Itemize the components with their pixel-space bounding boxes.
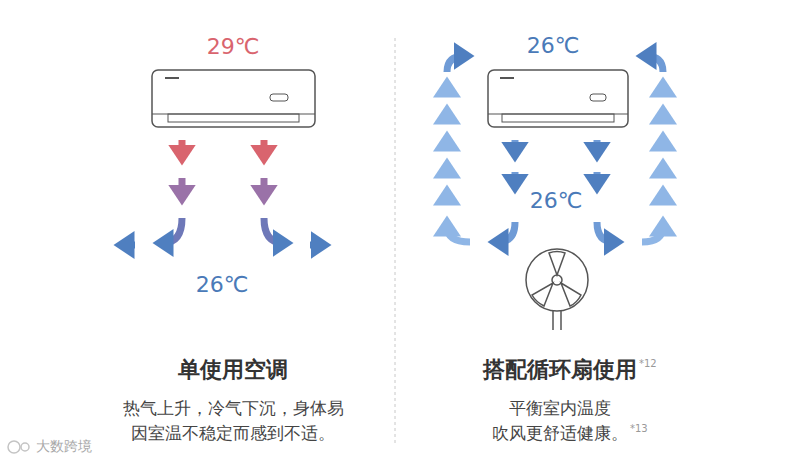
- circulation-fan: [526, 249, 588, 330]
- panel-heading: 搭配循环扇使用: [483, 357, 637, 383]
- temperature-hot: 29℃: [207, 34, 260, 60]
- footnote-mark: *12: [639, 358, 657, 370]
- panel-heading: 单使用空调: [178, 357, 288, 383]
- panel-description: 平衡室内温度 吹风更舒适健康。: [465, 396, 655, 445]
- temperature-cool: 26℃: [196, 272, 249, 298]
- ac-unit-left: [152, 70, 315, 127]
- watermark: 大数跨境: [36, 438, 92, 455]
- watermark-logo: [8, 441, 29, 453]
- footnote-mark: *13: [630, 423, 648, 435]
- temperature-middle: 26℃: [530, 188, 583, 214]
- panel-description: 热气上升，冷气下沉，身体易 因室温不稳定而感到不适。: [102, 396, 364, 445]
- ac-unit-right: [488, 70, 628, 127]
- temperature-top: 26℃: [527, 33, 580, 59]
